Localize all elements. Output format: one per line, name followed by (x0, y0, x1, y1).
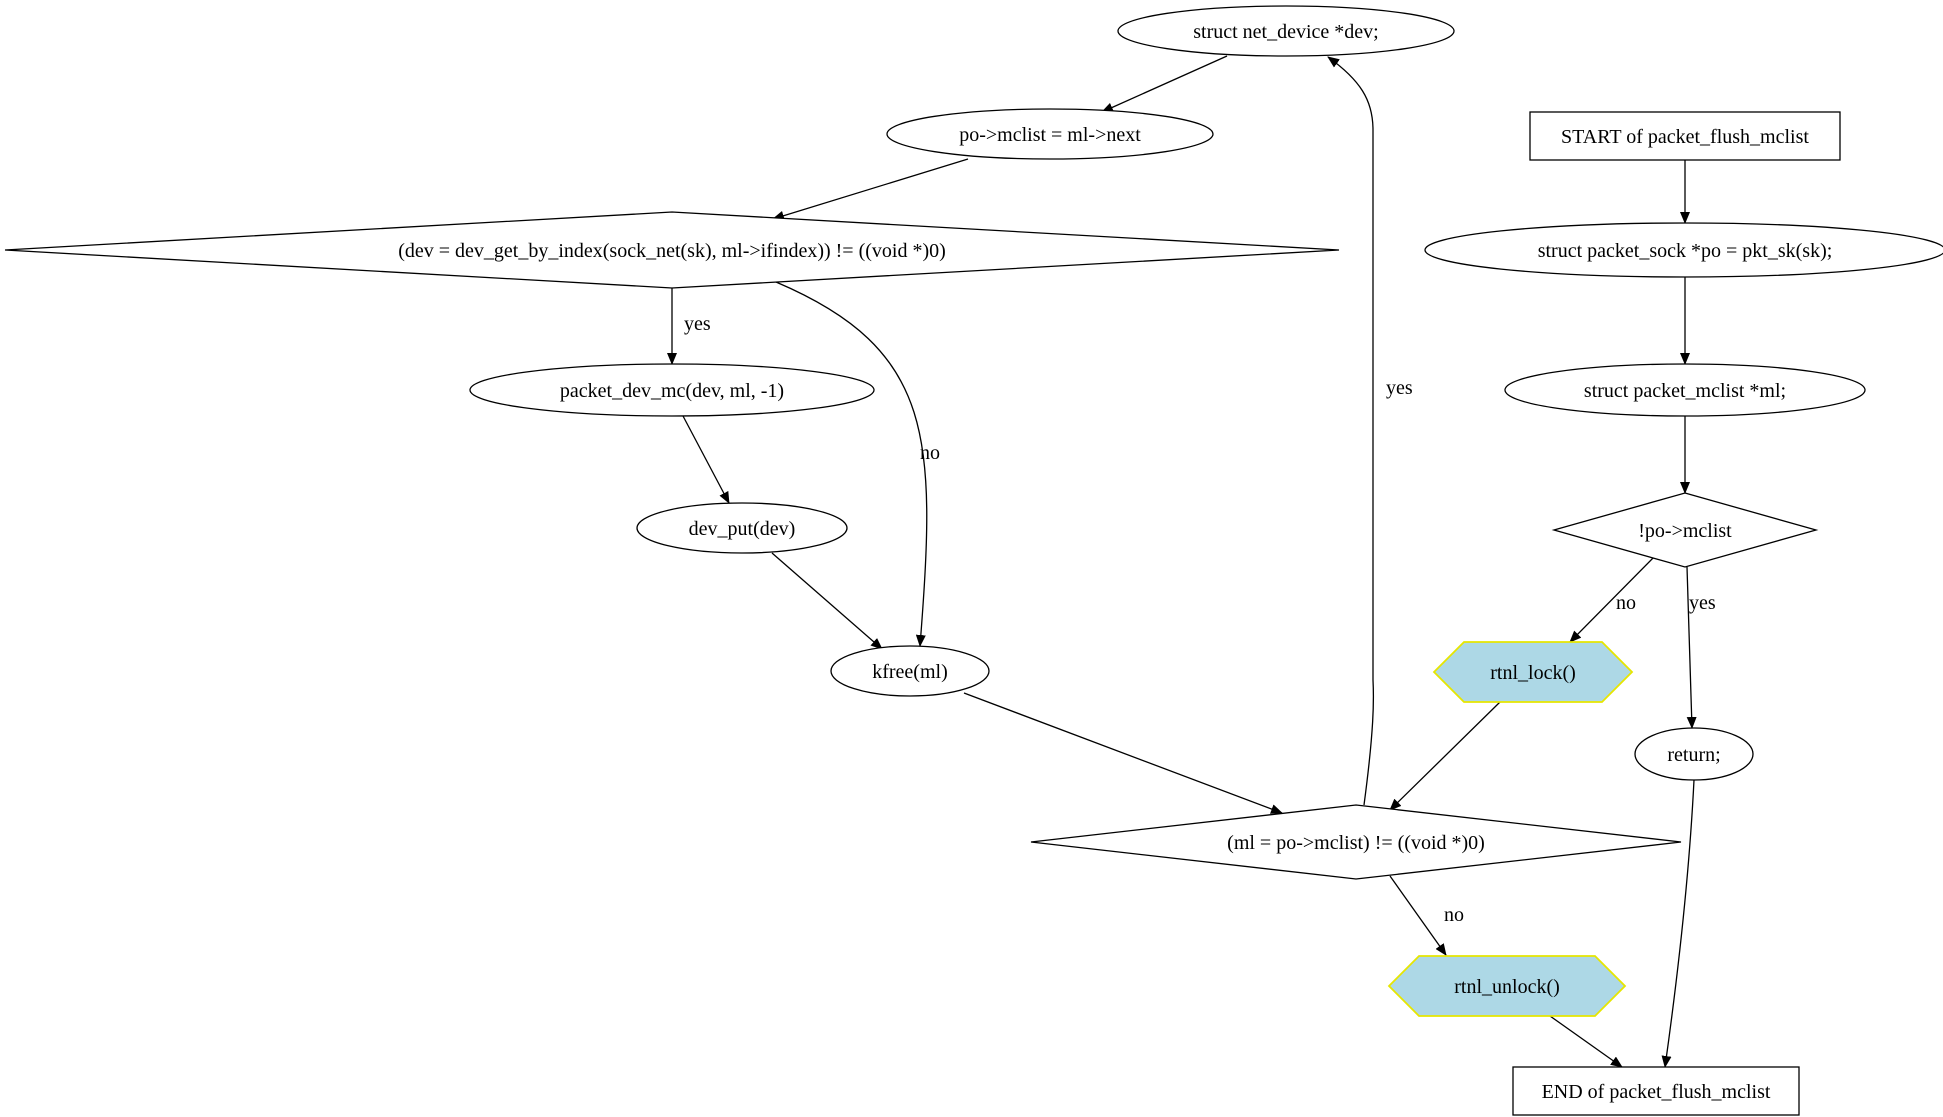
node-return: return; (1634, 727, 1754, 781)
node-label: struct packet_sock *po = pkt_sk(sk); (1538, 240, 1833, 262)
diamond-shape (1030, 804, 1682, 880)
edge-line (682, 415, 730, 504)
edge-mclist_cond-to-return: yes (1686, 566, 1716, 729)
node-label: (dev = dev_get_by_index(sock_net(sk), ml… (398, 240, 946, 262)
node-rtnl-lock: rtnl_lock() (1432, 641, 1634, 703)
edges: yes no yes no no yes (667, 55, 1716, 1068)
node-kfree: kfree(ml) (830, 645, 990, 697)
node-dev-put: dev_put(dev) (636, 502, 848, 554)
ellipse-shape (1634, 727, 1754, 781)
edge-line (963, 692, 1283, 814)
edge-dev_cond-to-packet_dev_mc: yes (667, 288, 711, 365)
node-dev-decl: struct net_device *dev; (1117, 5, 1455, 57)
diamond-shape (1551, 492, 1819, 568)
edge-loop_cond-to-dev_decl: yes (1327, 56, 1413, 806)
box-shape (1512, 1066, 1800, 1116)
node-label: (ml = po->mclist) != ((void *)0) (1227, 832, 1485, 854)
node-label: po->mclist = ml->next (959, 124, 1141, 146)
box-shape (1529, 111, 1841, 161)
edge-label-no: no (1444, 904, 1464, 926)
node-label: END of packet_flush_mclist (1542, 1081, 1771, 1103)
ellipse-shape (636, 502, 848, 554)
node-label: !po->mclist (1638, 520, 1732, 542)
node-label: struct packet_mclist *ml; (1584, 380, 1786, 402)
edge-rtnl_unlock-to-end (1549, 1015, 1623, 1068)
node-loop-cond: (ml = po->mclist) != ((void *)0) (1030, 804, 1682, 880)
node-end: END of packet_flush_mclist (1512, 1066, 1800, 1116)
edge-line (772, 158, 969, 221)
diamond-shape (4, 211, 1340, 289)
edge-dev_put-to-kfree (771, 552, 883, 650)
node-label: dev_put(dev) (689, 518, 796, 540)
edge-line (1101, 55, 1228, 113)
edge-loop_cond-to-rtnl_unlock: no (1389, 875, 1464, 956)
node-label: rtnl_unlock() (1454, 976, 1560, 998)
edge-line (1549, 1015, 1623, 1068)
hexagon-shape (1387, 955, 1627, 1017)
ellipse-shape (1117, 5, 1455, 57)
node-mclist-cond: !po->mclist (1551, 492, 1819, 568)
edge-label-no: no (920, 442, 940, 464)
edge-rtnl_lock-to-loop_cond (1389, 701, 1501, 811)
edge-line (1389, 875, 1447, 956)
node-label: START of packet_flush_mclist (1561, 126, 1809, 148)
node-ml-decl: struct packet_mclist *ml; (1504, 363, 1866, 417)
edge-packet_dev_mc-to-dev_put (682, 415, 730, 504)
node-label: kfree(ml) (872, 661, 948, 683)
edge-label-yes: yes (1689, 592, 1716, 614)
edge-line (1327, 56, 1375, 806)
node-rtnl-unlock: rtnl_unlock() (1387, 955, 1627, 1017)
ellipse-shape (469, 363, 875, 417)
ellipse-shape (1504, 363, 1866, 417)
node-label: rtnl_lock() (1490, 662, 1576, 684)
edge-line (1569, 556, 1655, 643)
node-dev-cond: (dev = dev_get_by_index(sock_net(sk), ml… (4, 211, 1340, 289)
ellipse-shape (830, 645, 990, 697)
edge-dev_cond-to-kfree: no (775, 281, 940, 647)
edge-line (775, 281, 928, 647)
edge-label-no: no (1616, 592, 1636, 614)
edge-label-yes: yes (1386, 377, 1413, 399)
edge-mclist_cond-to-rtnl_lock: no (1569, 556, 1655, 643)
edge-label-yes: yes (684, 313, 711, 335)
node-label: struct net_device *dev; (1193, 21, 1379, 43)
edge-line (771, 552, 883, 650)
edge-kfree-to-loop_cond (963, 692, 1283, 814)
edge-dev_decl-to-mclist_next (1101, 55, 1228, 113)
ellipse-shape (886, 108, 1214, 160)
edge-return-to-end (1661, 779, 1695, 1068)
hexagon-shape (1432, 641, 1634, 703)
nodes: struct net_device *dev; po->mclist = ml->… (4, 5, 1943, 1116)
ellipse-shape (1424, 222, 1943, 278)
edge-mclist_next-to-dev_cond (772, 158, 969, 221)
edge-line (1686, 566, 1697, 729)
node-label: return; (1667, 744, 1720, 766)
node-label: packet_dev_mc(dev, ml, -1) (560, 380, 784, 402)
node-start: START of packet_flush_mclist (1529, 111, 1841, 161)
edge-line (1389, 701, 1501, 811)
edge-line (1661, 779, 1695, 1068)
node-packet-dev-mc: packet_dev_mc(dev, ml, -1) (469, 363, 875, 417)
node-mclist-next: po->mclist = ml->next (886, 108, 1214, 160)
node-po-decl: struct packet_sock *po = pkt_sk(sk); (1424, 222, 1943, 278)
